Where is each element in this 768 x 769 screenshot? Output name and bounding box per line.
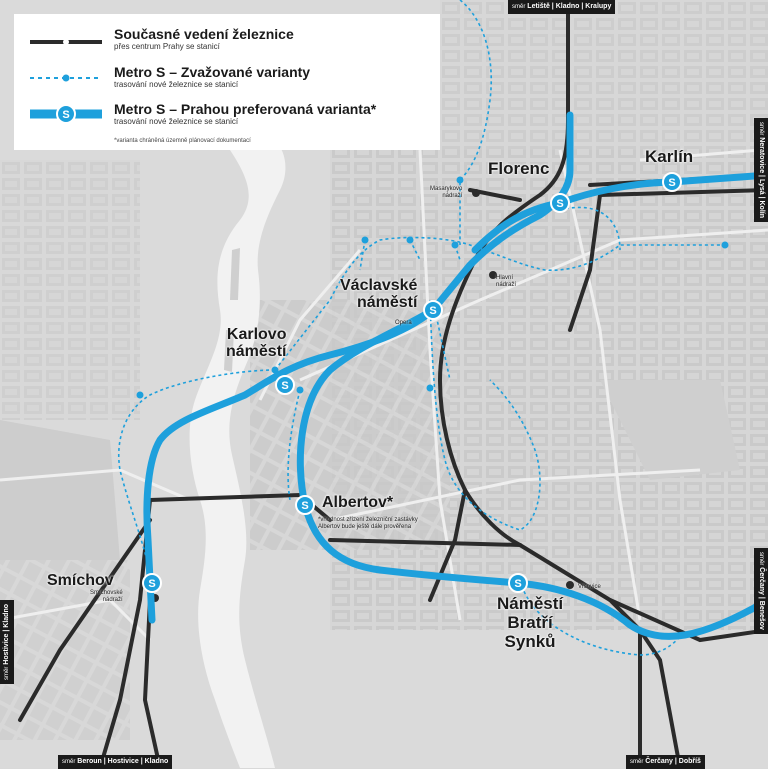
- label-opera: Opera: [395, 320, 412, 326]
- label-vrsovice: Vršovice: [578, 584, 601, 590]
- considered-variants: [118, 0, 725, 656]
- legend-considered-title: Metro S – Zvažované varianty: [114, 64, 311, 80]
- direction-top: směr Letiště | Kladno | Kralupy: [508, 0, 616, 14]
- legend-preferred-subtitle: trasování nové železnice se stanicí: [114, 117, 239, 126]
- city-blocks-west: [0, 160, 140, 420]
- s-station-smichov: S: [142, 573, 162, 593]
- svg-text:S: S: [668, 177, 675, 189]
- legend-footnote: *varianta chráněná územně plánovací doku…: [114, 138, 251, 144]
- city-blocks-center: [250, 300, 450, 550]
- station-label-florenc: Florenc: [488, 159, 550, 178]
- legend-existing-subtitle: přes centrum Prahy se stanicí: [114, 42, 220, 51]
- river-island: [230, 248, 240, 300]
- s-station-florenc: S: [550, 193, 570, 213]
- s-station-albertov: S: [295, 495, 315, 515]
- s-station-karlovo: S: [275, 375, 295, 395]
- legend-preferred-title: Metro S – Prahou preferovaná varianta*: [114, 101, 377, 117]
- metro-s-stations: S S S S S S S: [142, 172, 682, 593]
- direction-left: směr Hostivice | Kladno: [0, 600, 14, 684]
- direction-bottom-right: směr Čerčany | Dobříš: [626, 755, 705, 769]
- station-label-albertov: Albertov*: [322, 494, 394, 511]
- park-area: [0, 420, 120, 560]
- river-island: [224, 330, 234, 372]
- svg-text:S: S: [514, 578, 521, 590]
- svg-text:S: S: [556, 198, 563, 210]
- legend-considered: Metro S – Zvažované varianty trasování n…: [114, 64, 310, 90]
- s-station-vaclavske: S: [423, 300, 443, 320]
- legend-box: S Současné vedení železnice přes centrum…: [14, 14, 440, 150]
- city-blocks-southwest: [0, 560, 130, 740]
- direction-right-mid: směr Čerčany | Benešov: [754, 548, 768, 634]
- legend-symbols: S: [30, 39, 102, 124]
- park-area: [600, 380, 740, 480]
- existing-railway: [18, 0, 768, 768]
- svg-text:S: S: [281, 380, 288, 392]
- direction-bottom-left: směr Beroun | Hostivice | Kladno: [58, 755, 173, 769]
- svg-text:S: S: [429, 305, 436, 317]
- legend-preferred: Metro S – Prahou preferovaná varianta* t…: [114, 101, 376, 127]
- legend-considered-subtitle: trasování nové železnice se stanicí: [114, 80, 239, 89]
- legend-existing-title: Současné vedení železnice: [114, 26, 294, 42]
- svg-text:S: S: [148, 578, 155, 590]
- s-station-nbs: S: [508, 573, 528, 593]
- legend-existing: Současné vedení železnice přes centrum P…: [114, 26, 294, 52]
- svg-text:S: S: [301, 500, 308, 512]
- considered-station-dots: [136, 176, 729, 399]
- s-station-karlin: S: [662, 172, 682, 192]
- direction-right-top: směr Neratovice | Lysá | Kolín: [754, 118, 768, 222]
- station-label-karlin: Karlín: [645, 147, 694, 166]
- legend-s-symbol: S: [62, 109, 69, 121]
- station-label-smichov: Smíchov: [47, 572, 114, 589]
- river-vltava: [189, 140, 286, 768]
- city-blocks-north: [440, 0, 768, 150]
